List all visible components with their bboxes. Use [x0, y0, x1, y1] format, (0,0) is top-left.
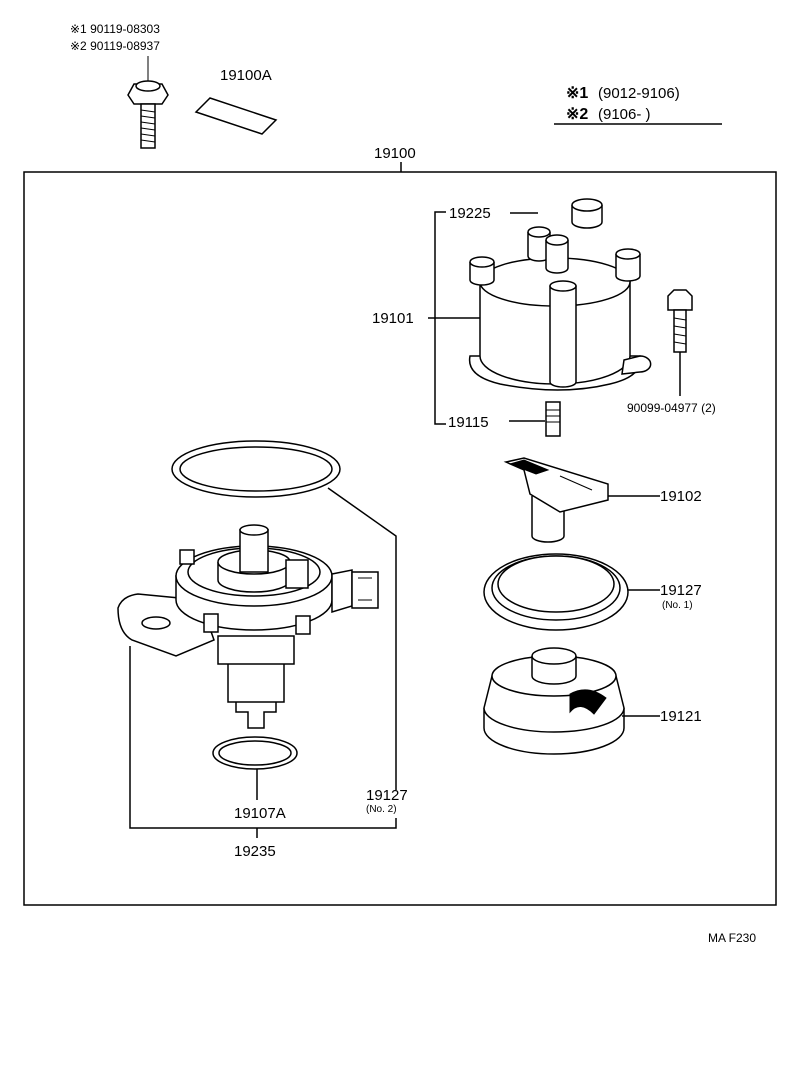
- part-note-19127-no1: (No. 1): [662, 600, 693, 611]
- distributor-housing-icon: [117, 524, 379, 729]
- legend: ※1 (9012-9106) ※2 (9106- ): [554, 85, 722, 125]
- bolt-alt-2-label: ※2 90119-08937: [70, 39, 160, 53]
- dust-cover-icon: [483, 647, 625, 755]
- legend-row2-range: (9106- ): [598, 106, 651, 123]
- part-label-19121: 19121: [660, 708, 702, 725]
- legend-row2-mark: ※2: [566, 106, 588, 123]
- part-label-19107A: 19107A: [234, 805, 286, 822]
- part-label-19100A: 19100A: [220, 67, 272, 84]
- legend-row1-range: (9012-9106): [598, 85, 680, 102]
- leader-19127-no2: [327, 487, 397, 790]
- part-label-19225: 19225: [449, 205, 491, 222]
- bolt-alt-1-label: ※1 90119-08303: [70, 22, 160, 36]
- legend-row1-mark: ※1: [566, 85, 588, 102]
- distributor-cap-icon: [468, 226, 652, 391]
- part-label-19102: 19102: [660, 488, 702, 505]
- cover-ring-no1-icon: [483, 553, 629, 631]
- o-ring-19107A-icon: [212, 736, 298, 770]
- cap-plug-icon: [571, 198, 603, 229]
- part-label-19127-no2: 19127: [366, 787, 408, 804]
- carbon-brush-icon: [545, 401, 561, 437]
- assembly-label-19100: 19100: [374, 145, 416, 162]
- part-label-19115: 19115: [448, 414, 489, 431]
- assembly-box: [23, 171, 777, 906]
- bolt-icon: [127, 80, 169, 149]
- rotor-icon: [503, 457, 609, 543]
- label-sheet-icon: [194, 97, 278, 135]
- cap-screw-icon: [667, 289, 693, 353]
- part-label-90099-04977: 90099-04977 (2): [627, 401, 716, 415]
- part-note-19127-no2: (No. 2): [366, 804, 397, 815]
- housing-group-bracket: [129, 646, 397, 829]
- o-ring-no2-icon: [171, 440, 341, 498]
- diagram-code: MA F230: [708, 931, 756, 945]
- part-label-19127-no1: 19127: [660, 582, 702, 599]
- part-label-19235: 19235: [234, 843, 276, 860]
- part-label-19101: 19101: [372, 310, 414, 327]
